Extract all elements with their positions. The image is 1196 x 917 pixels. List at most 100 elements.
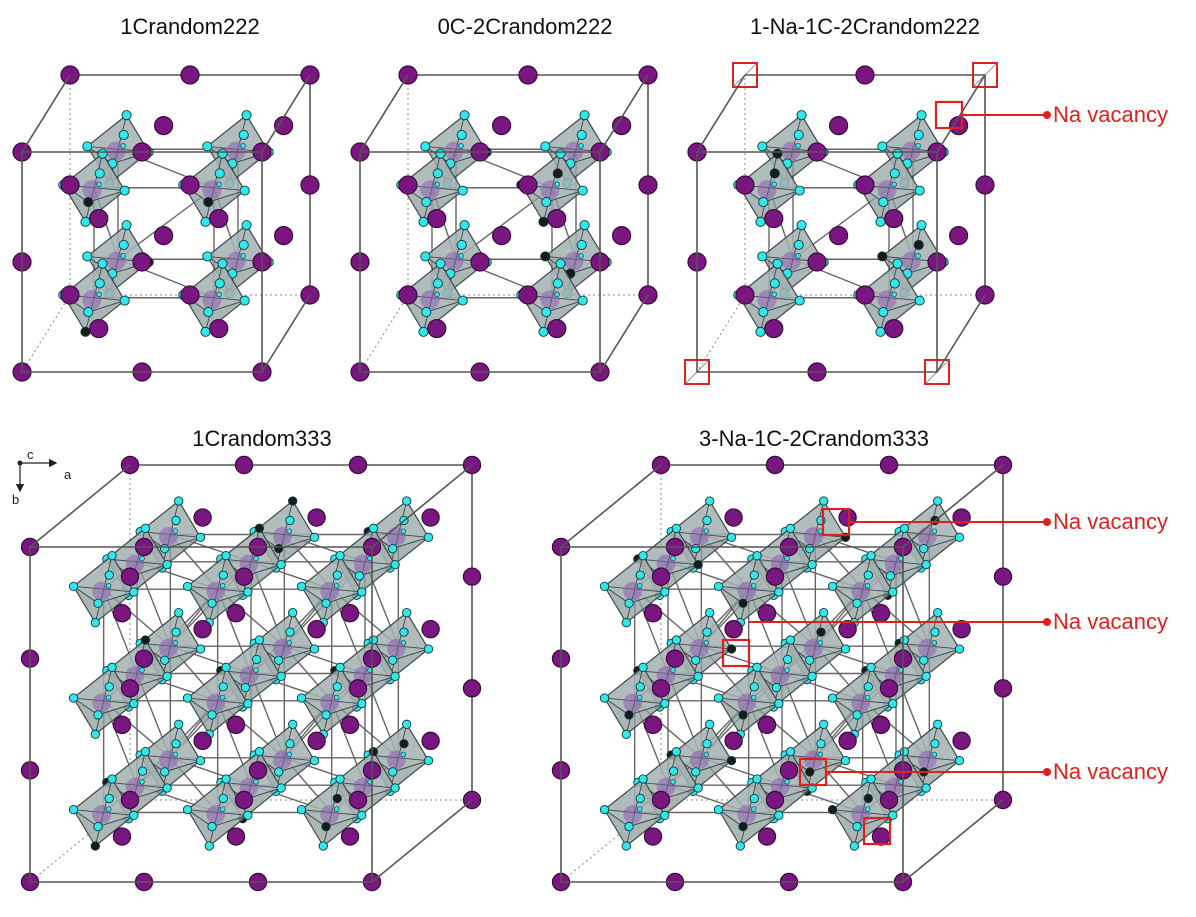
structure-panel-2 xyxy=(350,65,658,382)
sodium-atom xyxy=(180,175,200,195)
halide-atom xyxy=(140,523,151,533)
halide-atom xyxy=(286,640,293,646)
octahedron xyxy=(713,774,784,851)
halide-atom xyxy=(83,307,94,318)
sodium-atom xyxy=(871,604,891,623)
halide-atom xyxy=(930,627,940,637)
halide-atom xyxy=(172,528,179,534)
halide-atom xyxy=(807,559,817,570)
octahedron xyxy=(599,774,670,851)
halide-atom xyxy=(458,253,464,259)
panel-title-3-na-1c-2crandom333: 3-Na-1C-2Crandom333 xyxy=(699,426,929,451)
halide-atom xyxy=(221,551,231,561)
halide-atom xyxy=(107,774,117,784)
carbon-atom xyxy=(738,821,748,832)
halide-atom xyxy=(390,783,400,793)
halide-atom xyxy=(357,698,367,709)
halide-atom xyxy=(434,291,440,298)
halide-atom xyxy=(238,239,249,250)
halide-atom xyxy=(214,168,225,179)
halide-atom xyxy=(636,694,643,701)
halide-atom xyxy=(914,295,925,306)
sodium-atom xyxy=(828,115,849,136)
halide-atom xyxy=(333,694,340,701)
halide-atom xyxy=(772,258,783,269)
sodium-atom xyxy=(492,115,512,136)
halide-atom xyxy=(784,555,790,562)
halide-atom xyxy=(97,258,108,269)
halide-atom xyxy=(357,587,367,597)
halide-atom xyxy=(827,693,838,703)
halide-atom xyxy=(793,239,804,250)
cell-edge xyxy=(696,74,746,153)
halide-atom xyxy=(129,698,139,709)
halide-atom xyxy=(93,710,103,720)
sodium-atom xyxy=(871,827,891,846)
halide-atom xyxy=(204,841,214,851)
halide-atom xyxy=(335,774,345,784)
halide-atom xyxy=(332,682,342,692)
halide-atom xyxy=(456,129,467,140)
sodium-atom xyxy=(348,455,368,475)
sodium-atom xyxy=(651,567,671,586)
halide-atom xyxy=(785,747,796,757)
halide-atom xyxy=(660,698,670,709)
halide-atom xyxy=(388,655,398,665)
halide-atom xyxy=(930,739,940,749)
octahedron xyxy=(296,662,367,739)
cell-edge xyxy=(371,464,473,548)
halide-atom xyxy=(218,793,228,804)
halide-atom xyxy=(954,644,965,654)
halide-atom xyxy=(216,291,222,298)
halide-atom xyxy=(552,278,563,289)
halide-atom xyxy=(203,307,214,318)
sodium-atom xyxy=(340,827,360,846)
panel-title-1-na-1c-2crandom222: 1-Na-1C-2Crandom222 xyxy=(750,14,980,39)
halide-atom xyxy=(120,253,126,259)
halide-atom xyxy=(276,559,286,570)
halide-atom xyxy=(705,608,715,618)
halide-atom xyxy=(434,181,440,188)
halide-atom xyxy=(243,810,253,820)
octahedron xyxy=(853,258,925,337)
cell-edge xyxy=(560,464,662,548)
sodium-atom xyxy=(724,731,743,751)
halide-atom xyxy=(285,739,295,749)
halide-atom xyxy=(139,555,145,562)
sodium-atom xyxy=(518,285,538,305)
sodium-atom xyxy=(209,208,229,229)
panel-title-1crandom222: 1Crandom222 xyxy=(120,14,260,39)
halide-atom xyxy=(755,216,766,227)
sodium-atom xyxy=(209,318,229,339)
structure-panel-3 xyxy=(684,62,998,385)
halide-atom xyxy=(357,810,367,820)
octahedron xyxy=(516,148,588,227)
halide-atom xyxy=(749,793,759,804)
structure-panel-4 xyxy=(20,455,482,892)
halide-atom xyxy=(916,110,927,121)
halide-atom xyxy=(318,841,328,851)
halide-atom xyxy=(713,581,724,592)
halide-atom xyxy=(538,326,549,337)
halide-atom xyxy=(752,774,762,784)
halide-atom xyxy=(107,662,117,672)
sodium-atom xyxy=(248,761,268,780)
halide-atom xyxy=(671,747,682,757)
sodium-atom xyxy=(879,790,899,810)
halide-atom xyxy=(554,291,560,298)
halide-atom xyxy=(819,719,829,729)
carbon-atom xyxy=(332,793,342,804)
halide-atom xyxy=(118,129,129,140)
halide-atom xyxy=(660,810,670,820)
halide-atom xyxy=(636,806,643,812)
halide-atom xyxy=(703,751,710,758)
halide-atom xyxy=(388,543,398,554)
halide-atom xyxy=(139,779,145,785)
halide-atom xyxy=(137,766,148,776)
sodium-atom xyxy=(340,715,360,735)
halide-atom xyxy=(160,655,170,665)
halide-atom xyxy=(217,258,228,269)
halide-atom xyxy=(82,251,93,262)
halide-atom xyxy=(171,515,181,526)
sodium-atom xyxy=(651,790,671,810)
